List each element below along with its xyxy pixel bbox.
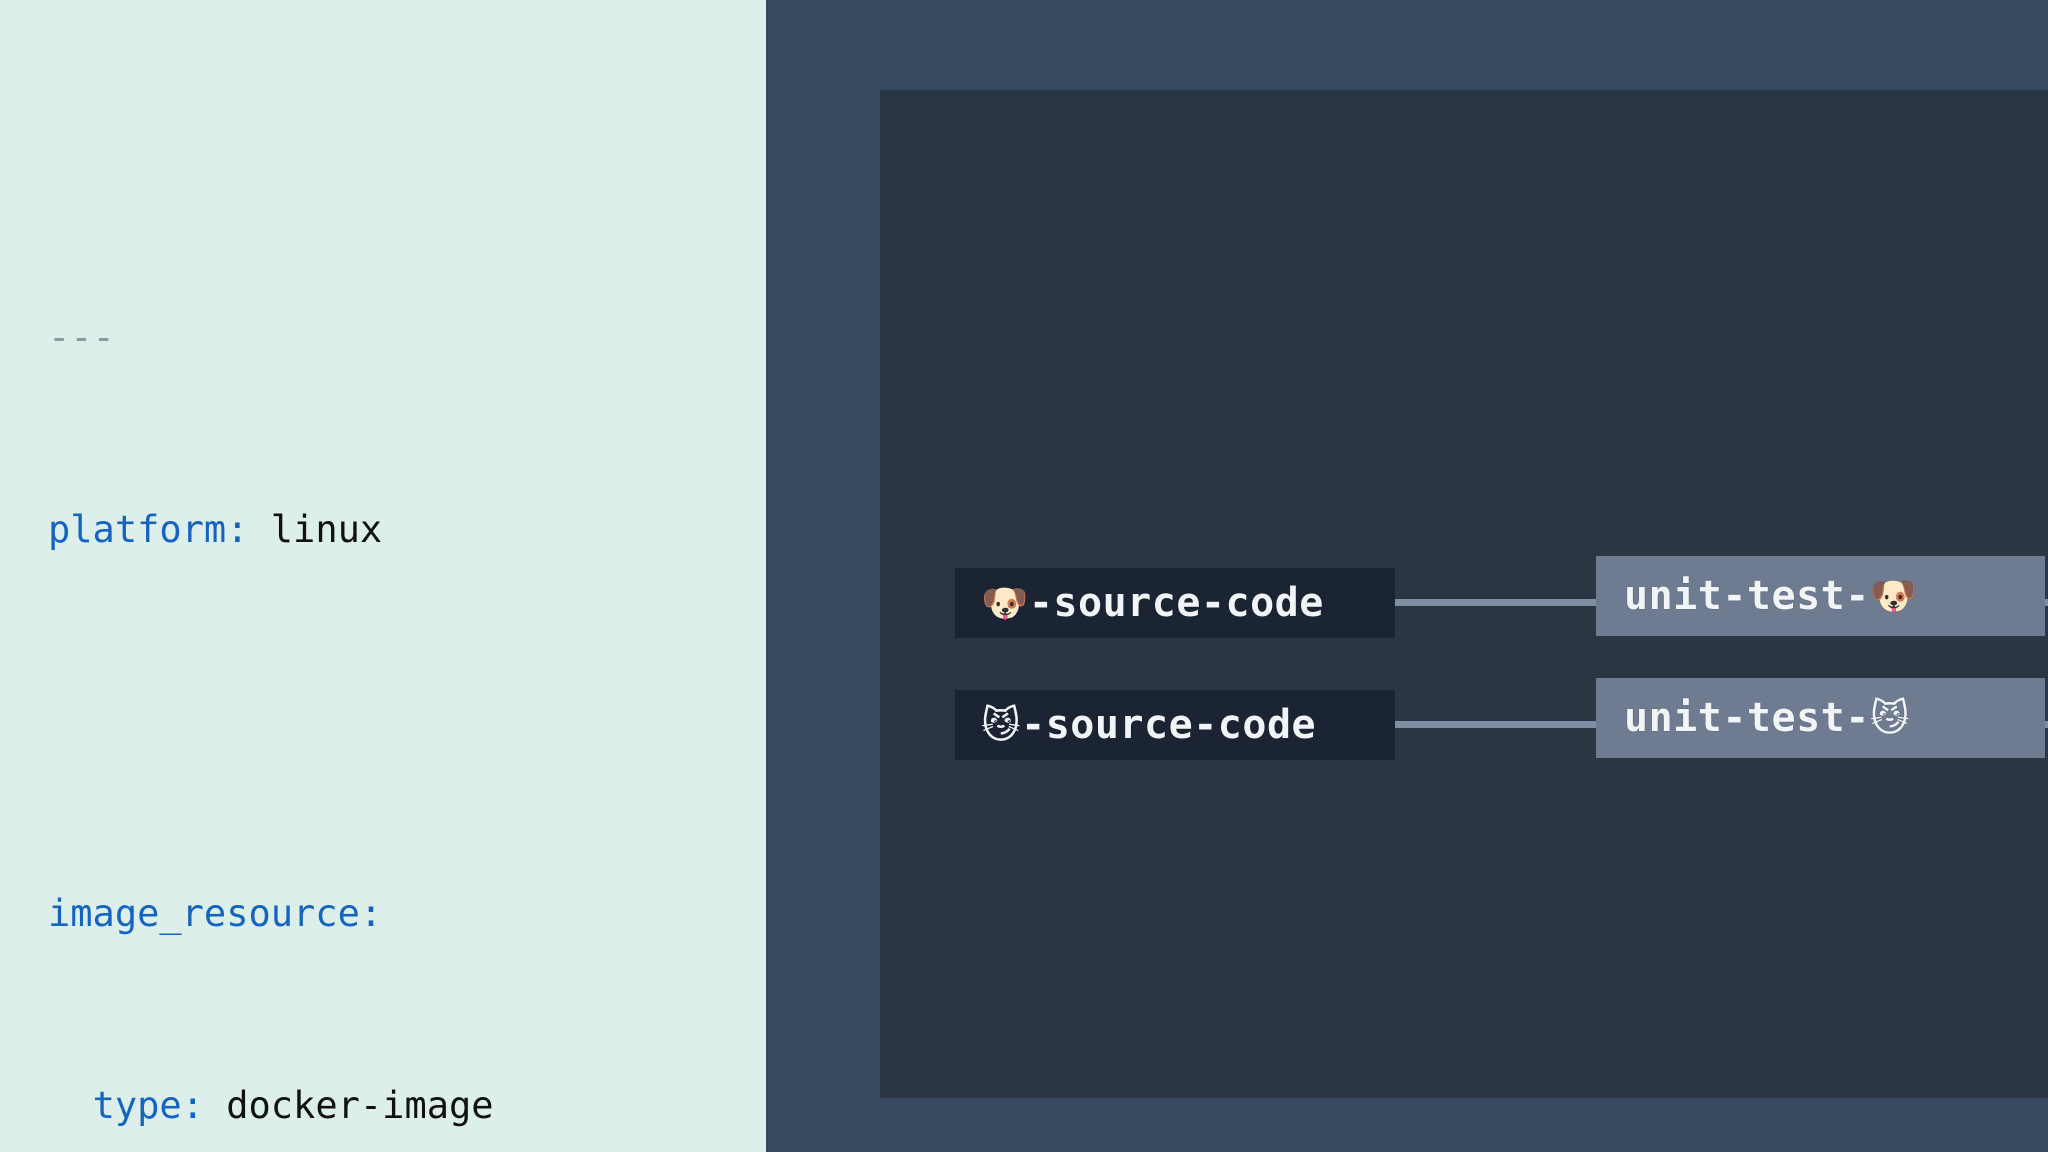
pipeline-node-label: -source-code (1028, 580, 1324, 626)
pipeline-node-unit-test-cat[interactable]: unit-test-😼 (1596, 678, 2045, 758)
yaml-line-platform: platform: linux (48, 506, 649, 554)
cat-face-wry-smile-emoji: 😼 (1869, 696, 1910, 740)
pipeline-group-container: 🐶-source-code 😼-source-code unit-test-🐶 … (880, 90, 2048, 1098)
yaml-value-platform: linux (270, 508, 383, 551)
pipeline-edge-test-dog-outgoing (2045, 599, 2048, 606)
pipeline-node-label: -source-code (1021, 702, 1317, 748)
yaml-value-type: docker-image (226, 1084, 494, 1127)
pipeline-node-unit-test-dog[interactable]: unit-test-🐶 (1596, 556, 2045, 636)
yaml-key-type: type: (92, 1084, 204, 1127)
pipeline-node-label: unit-test- (1624, 573, 1870, 619)
yaml-line-image-resource: image_resource: (48, 890, 649, 938)
yaml-code-block[interactable]: --- platform: linux image_resource: type… (48, 170, 649, 1152)
yaml-blank-1 (48, 698, 649, 746)
yaml-doc-marker: --- (48, 316, 115, 359)
pipeline-edge-test-cat-outgoing (2045, 721, 2048, 728)
yaml-key-platform: platform: (48, 508, 249, 551)
yaml-key-image-resource: image_resource: (48, 892, 383, 935)
yaml-line-type: type: docker-image (48, 1082, 649, 1130)
dog-face-emoji: 🐶 (981, 581, 1029, 625)
pipeline-edge-source-to-test-cat (1395, 721, 1596, 728)
yaml-code-panel: --- platform: linux image_resource: type… (0, 0, 766, 1152)
pipeline-node-source-code-dog[interactable]: 🐶-source-code (955, 568, 1395, 638)
pipeline-edge-source-to-test-dog (1395, 599, 1596, 606)
cat-face-wry-smile-emoji: 😼 (981, 703, 1022, 747)
pipeline-node-label: unit-test- (1624, 695, 1870, 741)
dog-face-emoji: 🐶 (1869, 574, 1918, 618)
pipeline-canvas[interactable]: 🐶-source-code 😼-source-code unit-test-🐶 … (766, 0, 2048, 1152)
yaml-line-doc-start: --- (48, 314, 649, 362)
pipeline-node-source-code-cat[interactable]: 😼-source-code (955, 690, 1395, 760)
